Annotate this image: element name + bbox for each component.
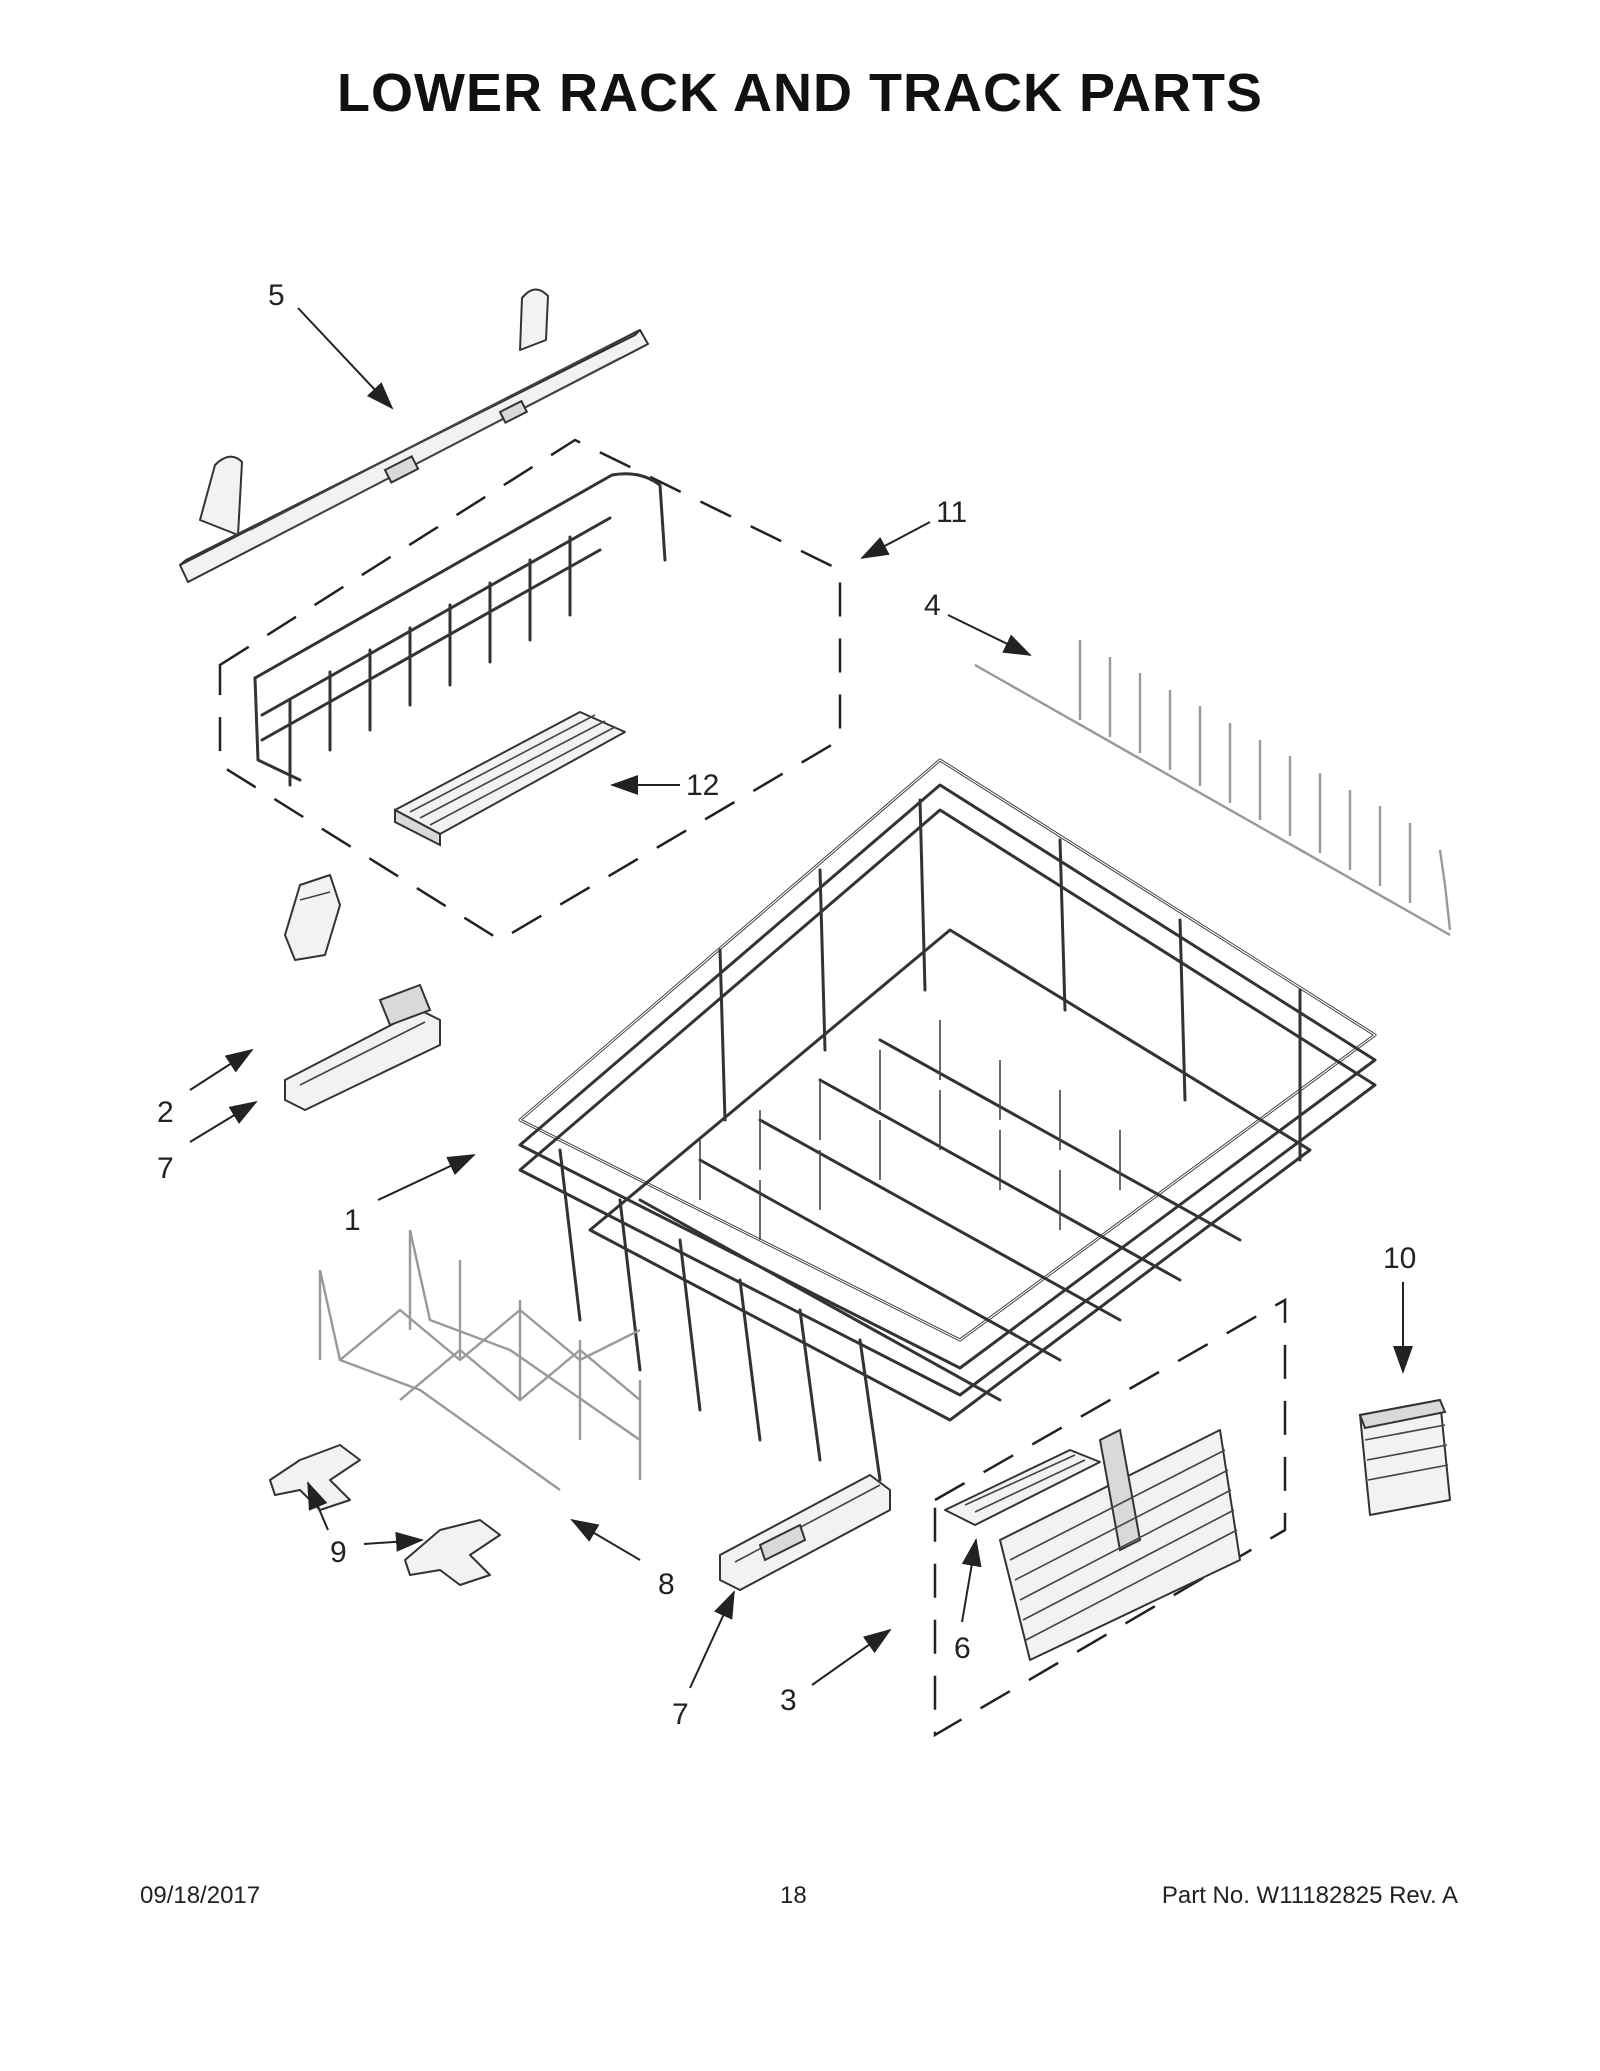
leader-7-upper (189, 1100, 258, 1143)
callout-leaders (189, 307, 1413, 1689)
leader-7-lower (689, 1590, 735, 1689)
callout-6: 6 (954, 1632, 971, 1665)
part-3-silverware-basket[interactable] (999, 1428, 1241, 1661)
footer-date: 09/18/2017 (140, 1882, 261, 1909)
callout-3: 3 (780, 1684, 797, 1717)
part-7-rack-adjuster-upper[interactable] (284, 983, 441, 1111)
part-11-group-outline (218, 438, 842, 942)
leader-2 (189, 1048, 254, 1091)
callout-1: 1 (344, 1204, 361, 1237)
callout-7-lower: 7 (672, 1698, 689, 1731)
part-5-track-rail[interactable] (179, 288, 649, 583)
callout-11: 11 (936, 496, 967, 529)
callout-4: 4 (924, 589, 941, 622)
leader-11 (860, 521, 931, 559)
leader-8 (570, 1518, 641, 1561)
callout-9: 9 (330, 1536, 347, 1569)
part-10-small-basket[interactable] (1358, 1398, 1451, 1516)
callout-12: 12 (686, 769, 719, 802)
part-9-wine-clip-a[interactable] (269, 1444, 361, 1511)
leader-5 (297, 307, 394, 410)
callout-10: 10 (1383, 1242, 1416, 1275)
callout-8: 8 (658, 1568, 675, 1601)
part-11-fold-down-tines[interactable] (253, 472, 667, 787)
footer-page-number: 18 (780, 1882, 807, 1909)
part-3-basket-outline (933, 1297, 1287, 1738)
leader-3 (811, 1628, 892, 1686)
leader-4 (947, 614, 1032, 656)
leader-6 (961, 1538, 982, 1623)
callout-labels: 5 11 4 12 2 7 1 10 9 8 7 3 6 (157, 279, 1416, 1731)
callout-5: 5 (268, 279, 285, 312)
part-7-rack-adjuster-lower[interactable] (719, 1474, 891, 1591)
part-8-wine-rack[interactable] (318, 1229, 642, 1491)
part-12-tine-rack[interactable] (394, 711, 626, 847)
callout-7-upper: 7 (157, 1152, 174, 1185)
callout-2: 2 (157, 1096, 174, 1129)
leader-9-b (363, 1531, 424, 1552)
page-title: LOWER RACK AND TRACK PARTS (337, 63, 1263, 123)
leader-9-a (307, 1481, 329, 1531)
part-1-lower-rack[interactable] (518, 758, 1377, 1482)
part-2-rack-clip[interactable] (284, 874, 341, 961)
part-6-basket-lid[interactable] (944, 1449, 1101, 1526)
footer-part-number: Part No. W11182825 Rev. A (1161, 1882, 1458, 1909)
part-4-tine-strip[interactable] (974, 640, 1452, 937)
part-9-wine-clip-b[interactable] (404, 1519, 501, 1586)
leader-1 (377, 1154, 476, 1201)
